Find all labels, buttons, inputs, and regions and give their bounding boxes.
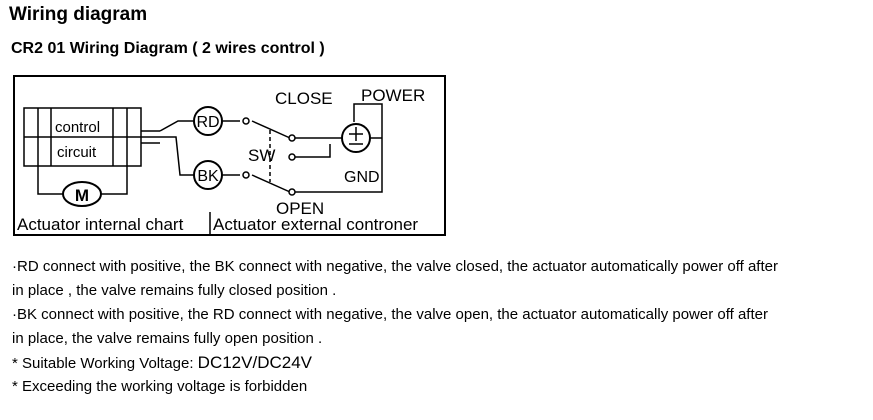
- sw-label: SW: [248, 146, 275, 165]
- voltage-prefix: * Suitable Working Voltage:: [12, 355, 198, 372]
- wiring-diagram: control circuit M RD BK: [13, 75, 446, 236]
- power-label: POWER: [361, 86, 425, 105]
- internal-wires: [141, 120, 194, 176]
- voltage-value: DC12V/DC24V: [197, 353, 312, 372]
- bk-label: BK: [197, 168, 219, 185]
- diagram-subtitle: CR2 01 Wiring Diagram ( 2 wires control …: [11, 40, 325, 57]
- note-line-2: in place , the valve remains fully close…: [12, 282, 337, 299]
- motor-label: M: [75, 186, 89, 205]
- external-controller-label: Actuator external controner: [213, 215, 418, 234]
- switch-contacts: [242, 117, 296, 196]
- power-polarity-mark: [349, 127, 363, 145]
- notes: ·RD connect with positive, the BK connec…: [12, 255, 862, 399]
- power-source-icon: [341, 123, 371, 153]
- voltage-note: * Suitable Working Voltage: DC12V/DC24V: [12, 351, 862, 375]
- control-label: control: [55, 119, 100, 136]
- rd-label: RD: [196, 114, 219, 131]
- motor-symbol: [62, 181, 102, 207]
- note-line-3: ·BK connect with positive, the RD connec…: [12, 306, 768, 323]
- external-wires: [222, 103, 383, 193]
- internal-chart-label: Actuator internal chart: [17, 215, 184, 234]
- close-label: CLOSE: [275, 89, 333, 108]
- page-title: Wiring diagram: [9, 4, 148, 25]
- circuit-label: circuit: [57, 144, 97, 161]
- open-label: OPEN: [276, 199, 324, 218]
- motor-wires: [37, 166, 128, 195]
- note-line-4: in place, the valve remains fully open p…: [12, 330, 323, 347]
- note-line-6: * Exceeding the working voltage is forbi…: [12, 378, 308, 395]
- gnd-label: GND: [344, 169, 380, 186]
- diagram-frame: [13, 75, 446, 236]
- note-line-1: ·RD connect with positive, the BK connec…: [12, 258, 778, 275]
